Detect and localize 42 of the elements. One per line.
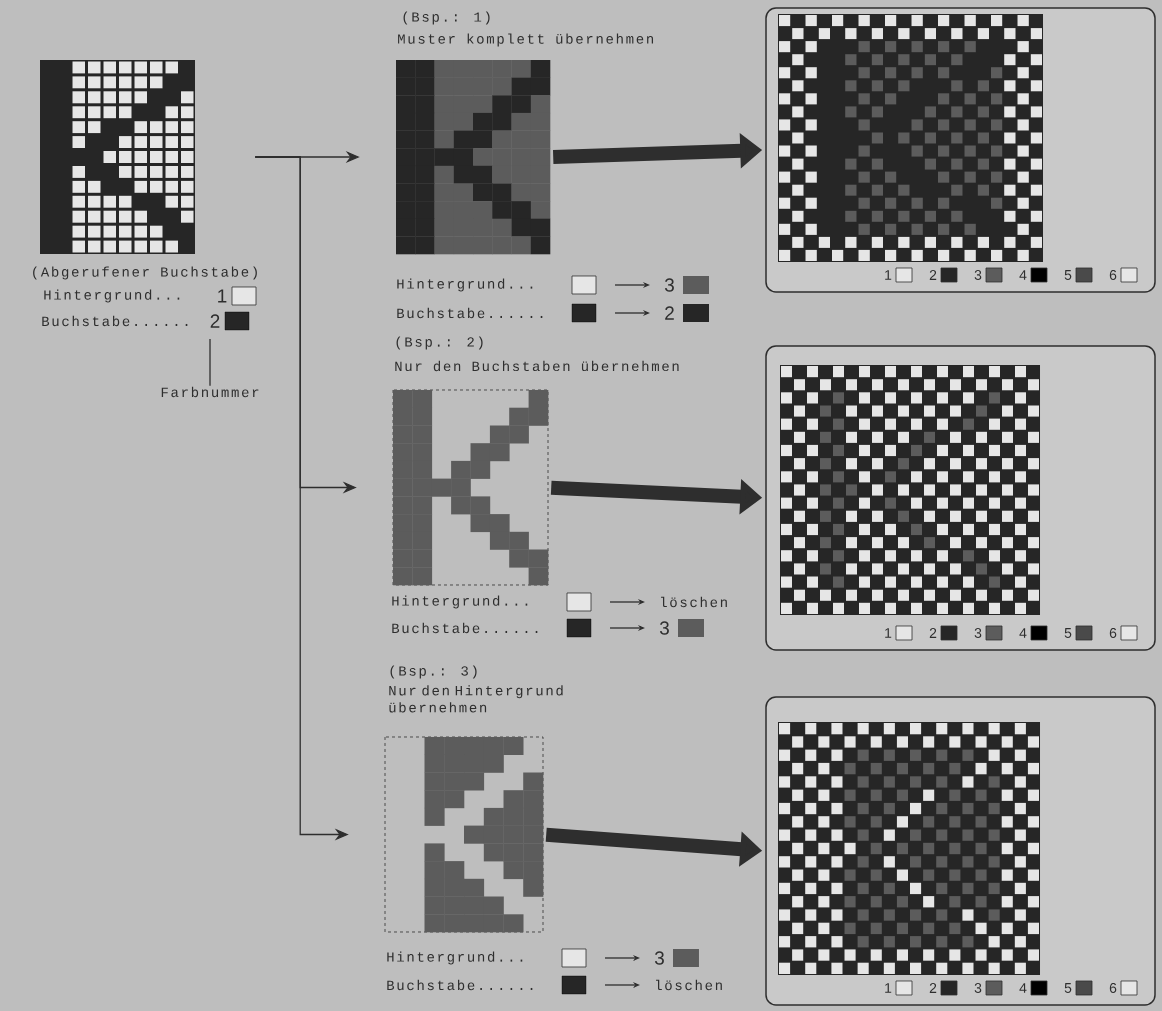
color-number: 3 <box>974 983 982 993</box>
color-number: 2 <box>929 270 937 280</box>
term-label: Buchstabe...... <box>42 315 188 327</box>
example-caption: Muster komplett übernehmen <box>398 33 653 47</box>
color-number: 6 <box>1109 270 1117 280</box>
color-number: 1 <box>218 289 227 303</box>
color-number: 3 <box>974 628 982 638</box>
color-number: 5 <box>1064 628 1072 638</box>
node-label: (Abgerufener Buchstabe) <box>33 266 257 280</box>
color-number: 2 <box>929 983 937 993</box>
color-number: 2 <box>929 628 937 638</box>
color-number: 3 <box>654 951 664 965</box>
example-caption: Nur den Hintergrund übernehmen <box>389 685 563 713</box>
target-label: löschen <box>661 596 727 608</box>
annotation: Farbnummer <box>161 386 259 398</box>
color-number: 1 <box>885 270 892 280</box>
color-number: 4 <box>1019 628 1027 638</box>
color-number: 1 <box>885 628 892 638</box>
color-number: 3 <box>974 270 982 280</box>
color-number: 3 <box>659 621 669 635</box>
leader-line <box>209 338 211 387</box>
target-label: löschen <box>656 979 722 991</box>
term-label: Buchstabe...... <box>397 307 543 319</box>
example-number: (Bsp.: 1) <box>403 11 490 25</box>
color-number: 5 <box>1064 270 1072 280</box>
color-number: 4 <box>1019 270 1027 280</box>
color-number: 4 <box>1019 983 1027 993</box>
example-number: (Bsp.: 3) <box>390 665 477 679</box>
color-number: 5 <box>1064 983 1072 993</box>
term-label: Hintergrund... <box>387 951 523 965</box>
term-label: Buchstabe...... <box>387 979 533 991</box>
example-number: (Bsp.: 2) <box>396 336 483 350</box>
term-label: Buchstabe...... <box>392 622 538 634</box>
term-label: Hintergrund... <box>397 278 533 292</box>
color-number: 6 <box>1109 628 1117 638</box>
color-number: 3 <box>664 278 674 292</box>
term-label: Hintergrund... <box>44 289 180 303</box>
color-number: 2 <box>665 306 674 320</box>
color-number: 6 <box>1109 983 1117 993</box>
example-caption: Nur den Buchstaben übernehmen <box>395 360 679 372</box>
color-number: 2 <box>210 314 220 328</box>
color-number: 1 <box>885 983 892 993</box>
